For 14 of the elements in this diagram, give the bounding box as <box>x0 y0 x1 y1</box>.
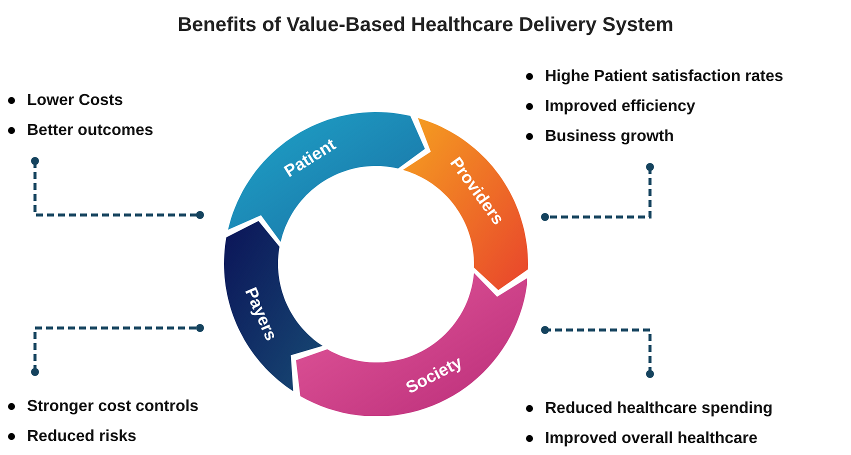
benefit-item: Lower Costs <box>27 91 124 111</box>
diagram-title: Benefits of Value-Based Healthcare Delivery System <box>176 13 674 38</box>
benefit-item: Improved overall healthcare <box>545 429 758 449</box>
benefit-item: Business growth <box>545 127 674 147</box>
leader-line <box>31 324 204 376</box>
benefit-item: Improved efficiency <box>545 97 696 117</box>
benefit-item: Better outcomes <box>27 121 154 141</box>
leader-line <box>541 163 654 221</box>
benefit-item: Reduced healthcare spending <box>545 399 773 419</box>
benefit-item: Reduced risks <box>27 427 136 447</box>
leader-line <box>31 157 204 219</box>
benefit-item: Stronger cost controls <box>27 397 199 417</box>
benefit-item: Highe Patient satisfaction rates <box>545 67 784 87</box>
leader-line <box>541 326 654 378</box>
